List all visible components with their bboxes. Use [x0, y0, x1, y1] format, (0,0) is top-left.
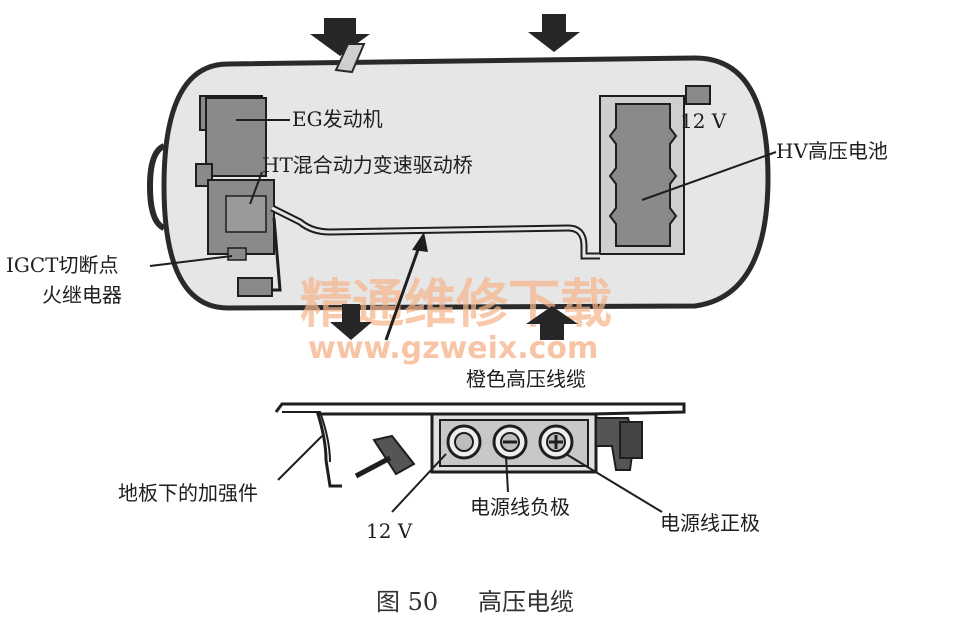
figure-number: 图 50	[376, 588, 438, 616]
ht-transaxle-label: HT混合动力变速驱动桥	[262, 153, 473, 177]
igct-label-line1: IGCT切断点	[6, 253, 119, 277]
transaxle-block	[207, 179, 275, 261]
cable-pointer-arrow	[384, 232, 428, 341]
front-bumper	[146, 143, 166, 231]
bottom-arrow-right	[526, 306, 578, 340]
terminal-positive	[538, 424, 574, 460]
negative-terminal-leader	[505, 455, 509, 493]
top-strap	[334, 43, 366, 74]
terminal-left	[446, 424, 482, 460]
negative-terminal-label: 电源线负极	[470, 495, 570, 519]
bottom-arrow-left	[330, 304, 372, 340]
orange-cable-label: 橙色高压线缆	[466, 367, 586, 391]
positive-terminal-leader	[565, 453, 663, 513]
aux-12v-box-top	[685, 85, 711, 105]
twelve-v-top-label: 12 V	[680, 109, 727, 133]
twelve-v-bottom-leader	[391, 453, 447, 513]
ht-transaxle-leader	[249, 171, 263, 205]
floor-reinforcement-label: 地板下的加强件	[118, 481, 258, 505]
hv-battery	[599, 95, 685, 255]
orange-hv-cable	[270, 204, 600, 292]
igct-leader	[149, 255, 233, 267]
engine-block	[195, 95, 267, 187]
positive-terminal-label: 电源线正极	[660, 511, 760, 535]
top-arrow-left	[310, 18, 370, 56]
floor-reinforcement-leader	[277, 435, 323, 481]
hv-battery-leader	[641, 151, 777, 201]
figure-title: 高压电缆	[478, 588, 574, 616]
igct-relay	[237, 277, 273, 297]
eg-engine-label: EG发动机	[292, 107, 383, 131]
twelve-v-bottom-label: 12 V	[366, 519, 413, 543]
hv-battery-label: HV高压电池	[776, 139, 888, 163]
top-arrow-right	[528, 14, 580, 52]
igct-label-line2: 火继电器	[42, 283, 122, 307]
terminal-negative	[492, 424, 528, 460]
